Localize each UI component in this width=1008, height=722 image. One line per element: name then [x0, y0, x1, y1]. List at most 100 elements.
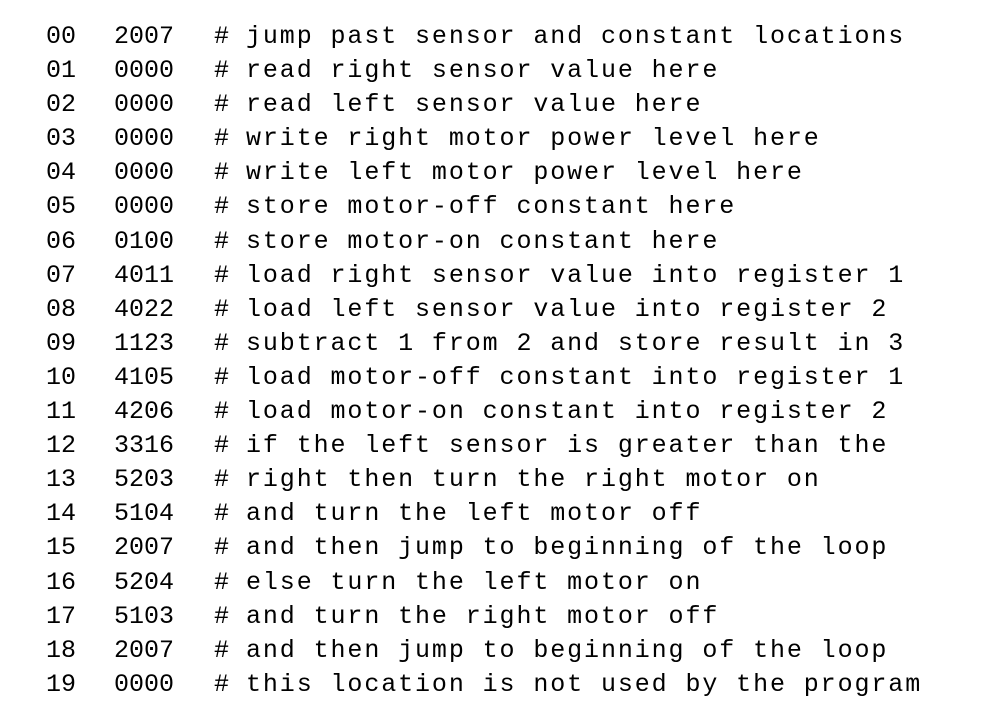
listing-row: 13 5203 # right then turn the right motor o… — [46, 463, 922, 497]
memory-address: 16 — [46, 567, 77, 597]
listing-row: 04 0000 # write left motor power level here — [46, 156, 922, 190]
instruction-comment: read left sensor value here — [246, 90, 703, 120]
memory-address: 10 — [46, 362, 77, 392]
instruction-word: 5203 — [114, 465, 175, 495]
memory-address: 00 — [46, 22, 77, 51]
listing-row: 06 0100 # store motor-on constant here — [46, 225, 922, 259]
listing-row: 14 5104 # and turn the left motor off — [46, 497, 922, 531]
instruction-word: 4206 — [114, 397, 175, 427]
memory-address: 02 — [46, 90, 77, 120]
comment-marker: # — [214, 260, 230, 290]
comment-marker: # — [214, 362, 230, 392]
listing-row: 15 2007 # and then jump to beginning of the… — [46, 531, 922, 565]
instruction-word: 0000 — [114, 124, 175, 154]
comment-marker: # — [214, 158, 230, 188]
listing-row: 16 5204 # else turn the left motor on — [46, 566, 922, 600]
comment-marker: # — [214, 124, 230, 154]
listing-row: 01 0000 # read right sensor value here — [46, 54, 922, 88]
instruction-word: 1123 — [114, 328, 175, 358]
listing-row: 10 4105 # load motor-off constant into regi… — [46, 361, 922, 395]
instruction-comment: jump past sensor and constant locations — [246, 22, 906, 51]
instruction-word: 4022 — [114, 294, 175, 324]
program-listing: 00 2007 # jump past sensor and constant loc… — [46, 20, 922, 702]
memory-address: 11 — [46, 397, 77, 427]
instruction-comment: and then jump to beginning of the loop — [246, 533, 889, 563]
instruction-comment: subtract 1 from 2 and store result in 3 — [246, 328, 906, 358]
listing-row: 00 2007 # jump past sensor and constant loc… — [46, 20, 922, 54]
listing-row: 18 2007 # and then jump to beginning of the… — [46, 634, 922, 668]
comment-marker: # — [214, 294, 230, 324]
listing-row: 09 1123 # subtract 1 from 2 and store resul… — [46, 327, 922, 361]
memory-address: 15 — [46, 533, 77, 563]
comment-marker: # — [214, 328, 230, 358]
instruction-comment: load left sensor value into register 2 — [246, 294, 889, 324]
instruction-word: 2007 — [114, 635, 175, 665]
instruction-comment: if the left sensor is greater than the — [246, 431, 889, 461]
comment-marker: # — [214, 397, 230, 427]
instruction-word: 5104 — [114, 499, 175, 529]
instruction-word: 5204 — [114, 567, 175, 597]
listing-row: 08 4022 # load left sensor value into regis… — [46, 293, 922, 327]
comment-marker: # — [214, 533, 230, 563]
memory-address: 19 — [46, 669, 77, 699]
instruction-word: 0000 — [114, 56, 175, 86]
comment-marker: # — [214, 56, 230, 86]
memory-address: 01 — [46, 56, 77, 86]
comment-marker: # — [214, 226, 230, 256]
instruction-comment: store motor-on constant here — [246, 226, 720, 256]
memory-address: 06 — [46, 226, 77, 256]
instruction-comment: and turn the right motor off — [246, 601, 720, 631]
memory-address: 13 — [46, 465, 77, 495]
instruction-comment: write left motor power level here — [246, 158, 804, 188]
instruction-comment: right then turn the right motor on — [246, 465, 821, 495]
comment-marker: # — [214, 567, 230, 597]
instruction-word: 2007 — [114, 22, 175, 51]
listing-row: 03 0000 # write right motor power level her… — [46, 122, 922, 156]
instruction-comment: this location is not used by the program — [246, 669, 923, 699]
listing-row: 11 4206 # load motor-on constant into regis… — [46, 395, 922, 429]
comment-marker: # — [214, 431, 230, 461]
instruction-comment: and then jump to beginning of the loop — [246, 635, 889, 665]
listing-row: 02 0000 # read left sensor value here — [46, 88, 922, 122]
instruction-word: 4105 — [114, 362, 175, 392]
memory-address: 18 — [46, 635, 77, 665]
comment-marker: # — [214, 192, 230, 222]
memory-address: 08 — [46, 294, 77, 324]
instruction-comment: write right motor power level here — [246, 124, 821, 154]
instruction-word: 0100 — [114, 226, 175, 256]
memory-address: 03 — [46, 124, 77, 154]
instruction-word: 2007 — [114, 533, 175, 563]
comment-marker: # — [214, 635, 230, 665]
instruction-word: 4011 — [114, 260, 175, 290]
comment-marker: # — [214, 669, 230, 699]
instruction-word: 3316 — [114, 431, 175, 461]
comment-marker: # — [214, 601, 230, 631]
comment-marker: # — [214, 22, 230, 51]
memory-address: 07 — [46, 260, 77, 290]
instruction-word: 0000 — [114, 192, 175, 222]
instruction-comment: and turn the left motor off — [246, 499, 703, 529]
instruction-comment: else turn the left motor on — [246, 567, 703, 597]
instruction-word: 0000 — [114, 158, 175, 188]
memory-address: 09 — [46, 328, 77, 358]
memory-address: 17 — [46, 601, 77, 631]
listing-row: 12 3316 # if the left sensor is greater tha… — [46, 429, 922, 463]
instruction-comment: load motor-on constant into register 2 — [246, 397, 889, 427]
memory-address: 05 — [46, 192, 77, 222]
memory-address: 14 — [46, 499, 77, 529]
listing-row: 07 4011 # load right sensor value into regi… — [46, 259, 922, 293]
instruction-word: 0000 — [114, 90, 175, 120]
instruction-comment: read right sensor value here — [246, 56, 720, 86]
instruction-word: 5103 — [114, 601, 175, 631]
listing-row: 17 5103 # and turn the right motor off — [46, 600, 922, 634]
memory-address: 04 — [46, 158, 77, 188]
comment-marker: # — [214, 90, 230, 120]
instruction-comment: load right sensor value into register 1 — [246, 260, 906, 290]
listing-row: 19 0000 # this location is not used by the … — [46, 668, 922, 702]
comment-marker: # — [214, 465, 230, 495]
instruction-word: 0000 — [114, 669, 175, 699]
comment-marker: # — [214, 499, 230, 529]
instruction-comment: load motor-off constant into register 1 — [246, 362, 906, 392]
memory-address: 12 — [46, 431, 77, 461]
